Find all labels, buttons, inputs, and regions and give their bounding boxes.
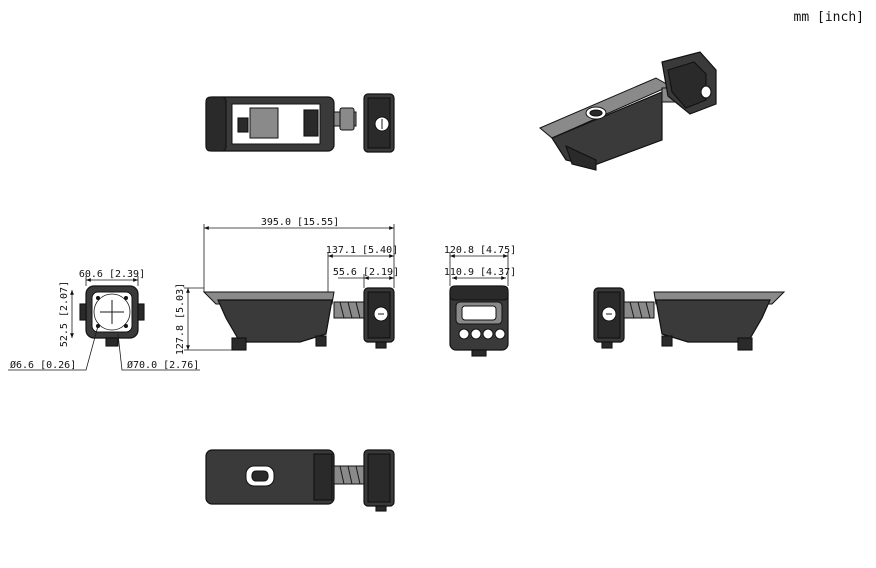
bottom-view <box>205 449 395 512</box>
overall-length-label: 395.0 [15.55] <box>261 217 339 228</box>
base-view: 60.6 [2.39] 52.5 [2.07] Ø6.6 [0.26] Ø70.… <box>8 269 200 371</box>
base-width-label: 60.6 [2.39] <box>79 269 145 280</box>
front-width-label: 120.8 [4.75] <box>444 245 516 256</box>
top-view <box>205 93 395 153</box>
units-label: mm [inch] <box>794 10 864 25</box>
side-view-left: 395.0 [15.55] 137.1 [5.40] 55.6 [2.19] 1… <box>175 217 399 355</box>
box-length-label: 55.6 [2.19] <box>333 267 399 278</box>
side-view-right <box>593 287 786 351</box>
base-diameter-label: Ø70.0 [2.76] <box>127 359 199 371</box>
isometric-view <box>539 51 717 171</box>
hole-diameter-label: Ø6.6 [0.26] <box>10 359 76 371</box>
front-view: 120.8 [4.75] 110.9 [4.37] <box>444 245 516 357</box>
front-inner-width-label: 110.9 [4.37] <box>444 267 516 278</box>
base-height-label: 52.5 [2.07] <box>59 281 70 347</box>
height-label: 127.8 [5.03] <box>175 283 186 355</box>
bracket-length-label: 137.1 [5.40] <box>326 245 398 256</box>
